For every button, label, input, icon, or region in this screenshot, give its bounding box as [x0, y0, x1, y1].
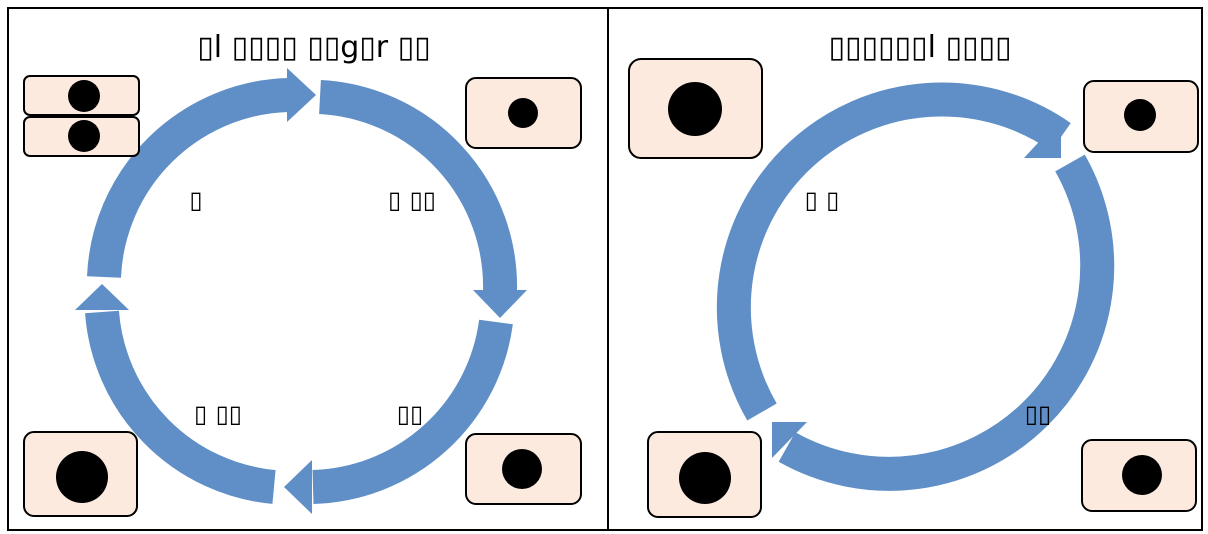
left-arrowhead-1 [473, 290, 527, 318]
nucleus [68, 80, 100, 112]
nucleus [56, 451, 108, 503]
right-arrowhead-1 [1024, 118, 1061, 158]
right-cell-top-right [1083, 80, 1199, 153]
right-arc-1 [716, 82, 1071, 421]
left-cell-bottom-right [465, 433, 582, 505]
right-arrowhead-2 [772, 422, 807, 458]
right-phase-label-1: ▯ ▯ [805, 186, 840, 214]
left-phase-label-3: ▯▯ [397, 400, 423, 428]
left-arrowhead-3 [75, 284, 129, 310]
left-phase-label-1: ▯ [189, 186, 202, 214]
nucleus [679, 452, 731, 504]
left-arc-3 [85, 310, 276, 504]
right-panel-title: ▯▯▯▯▯▯l ▯▯▯▯ [829, 30, 1012, 65]
left-arrowhead-2 [284, 460, 312, 514]
left-arc-4 [87, 78, 289, 278]
nucleus [1122, 455, 1162, 495]
left-phase-label-2: ▯ ▯▯ [388, 186, 436, 214]
right-cycle [716, 82, 1115, 491]
nucleus [668, 82, 722, 136]
right-arc-2 [778, 154, 1115, 491]
left-arc-2 [312, 319, 513, 504]
left-cell-dividing [23, 75, 140, 157]
nucleus [68, 120, 100, 152]
left-panel-title: ▯l ▯▯▯▯ ▯▯g▯r ▯▯ [197, 30, 430, 65]
right-cell-bottom-left [647, 431, 762, 518]
left-arrowhead-4 [287, 68, 316, 122]
right-cell-top-left [628, 58, 763, 159]
right-cell-bottom-right [1081, 439, 1197, 512]
right-phase-label-2: ▯▯ [1025, 400, 1051, 428]
nucleus [508, 98, 538, 128]
left-cell-bottom-left [23, 431, 138, 517]
left-cycle [75, 68, 527, 514]
nucleus [1124, 99, 1156, 131]
left-phase-label-4: ▯ ▯▯ [194, 400, 242, 428]
left-cell-top-right [465, 77, 582, 149]
nucleus [502, 449, 542, 489]
left-arc-1 [318, 80, 518, 293]
